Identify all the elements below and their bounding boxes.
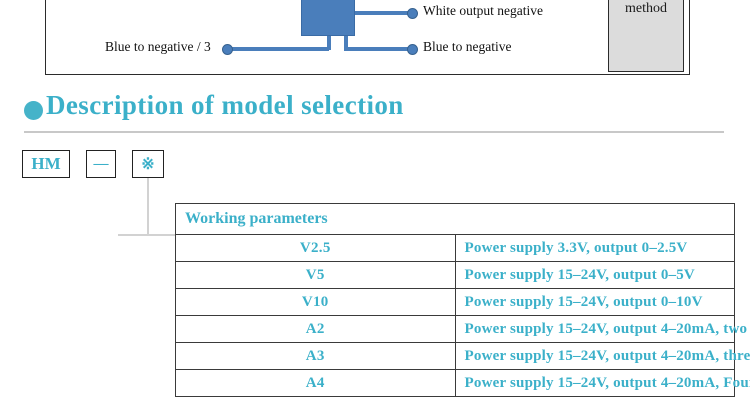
table-cell-description: Power supply 15–24V, output 4–20mA, two … <box>454 315 750 343</box>
terminal-dot-blue-left-icon <box>222 43 233 55</box>
table-header-row: Working parameters <box>175 203 735 235</box>
table-cell-description: Power supply 15–24V, output 0–5V <box>454 261 735 289</box>
connector-line-horizontal <box>118 234 176 236</box>
model-code-box-variant[interactable]: ※ <box>132 150 164 178</box>
table-cell-code: V2.5 <box>175 234 456 262</box>
table-cell-code: V5 <box>175 261 456 289</box>
table-header-working-parameters: Working parameters <box>175 203 735 235</box>
table-cell-description: Power supply 15–24V, output 4–20mA, thre… <box>454 342 750 370</box>
wire-leg-right <box>344 36 348 50</box>
table-row[interactable]: A3 Power supply 15–24V, output 4–20mA, t… <box>175 342 750 370</box>
label-blue-to-negative: Blue to negative <box>423 39 512 54</box>
model-code-box-separator[interactable]: — <box>86 150 116 178</box>
wire-blue-left <box>227 47 329 51</box>
table-cell-description: Power supply 15–24V, output 4–20mA, Four… <box>454 369 750 397</box>
model-code-row: HM — ※ <box>0 150 750 182</box>
page-title: Description of model selection <box>46 90 404 120</box>
label-white-output-negative: White output negative <box>423 3 543 18</box>
wiring-diagram: method Type White output negative Blue t… <box>0 0 750 80</box>
terminal-dot-blue-right-icon <box>407 43 418 55</box>
table-row[interactable]: A2 Power supply 15–24V, output 4–20mA, t… <box>175 315 750 343</box>
table-row[interactable]: A4 Power supply 15–24V, output 4–20mA, F… <box>175 369 750 397</box>
table-cell-code: A3 <box>175 342 456 370</box>
working-parameters-table: Working parameters V2.5 Power supply 3.3… <box>175 203 750 397</box>
connector-line-vertical <box>147 178 149 235</box>
table-row[interactable]: V10 Power supply 15–24V, output 0–10V <box>175 288 735 316</box>
table-row[interactable]: V2.5 Power supply 3.3V, output 0–2.5V <box>175 234 735 262</box>
table-row[interactable]: V5 Power supply 15–24V, output 0–5V <box>175 261 735 289</box>
table-cell-code: A4 <box>175 369 456 397</box>
terminal-dot-white-icon <box>407 7 418 19</box>
table-cell-description: Power supply 15–24V, output 0–10V <box>454 288 735 316</box>
section-heading: Description of model selection <box>0 90 750 134</box>
heading-divider <box>24 131 724 133</box>
wire-leg-left <box>327 36 331 50</box>
method-cell-label: method <box>625 1 667 16</box>
filled-circle-icon <box>24 101 43 120</box>
wire-blue-right <box>344 47 412 51</box>
model-code-box-prefix[interactable]: HM <box>22 150 70 178</box>
label-blue-to-negative-div3: Blue to negative / 3 <box>105 39 211 54</box>
table-cell-code: V10 <box>175 288 456 316</box>
table-cell-code: A2 <box>175 315 456 343</box>
sensor-block-icon: Type <box>301 0 355 36</box>
diagram-method-cell: method <box>608 0 684 72</box>
wire-white-output <box>355 11 412 15</box>
table-cell-description: Power supply 3.3V, output 0–2.5V <box>454 234 735 262</box>
